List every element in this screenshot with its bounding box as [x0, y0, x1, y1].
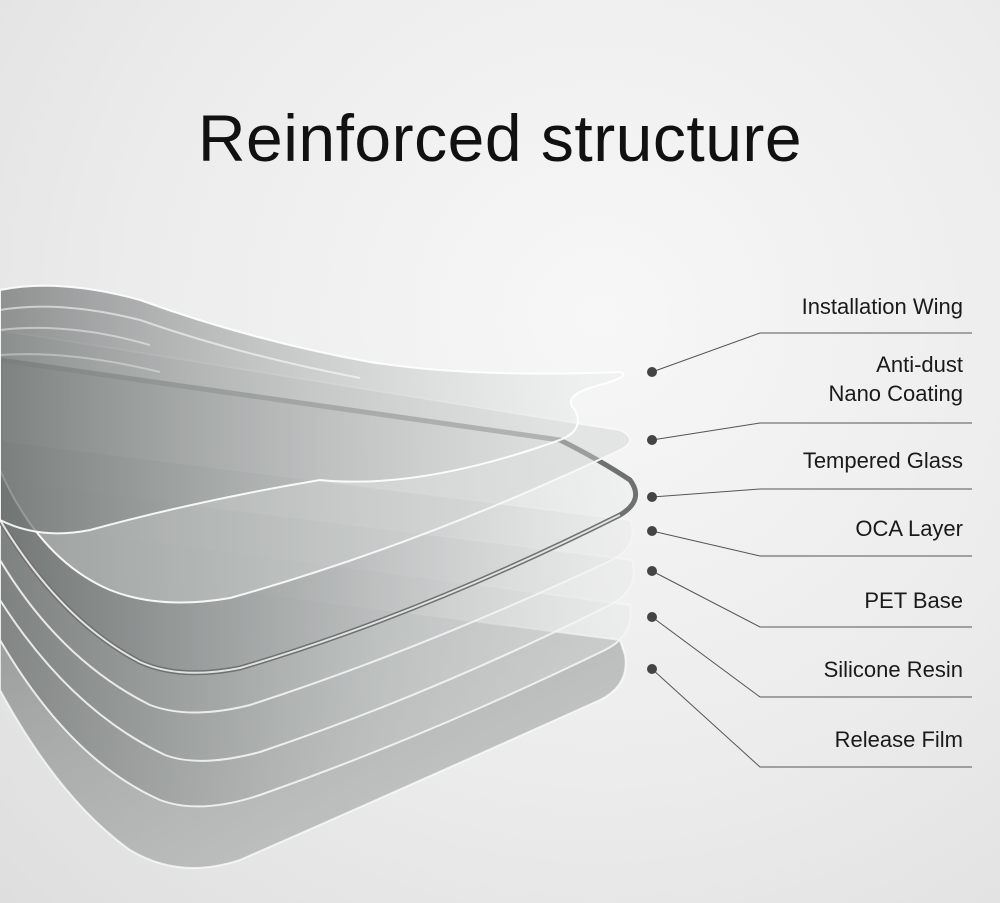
- label-pet-base: PET Base: [864, 588, 963, 613]
- leader-dot: [647, 664, 657, 674]
- leader-dot: [647, 612, 657, 622]
- label-silicone-resin: Silicone Resin: [823, 657, 963, 682]
- leader-dot: [647, 526, 657, 536]
- leader-line-silicone-resin: [651, 616, 972, 698]
- page-title: Reinforced structure: [197, 101, 803, 175]
- leader-dots: [647, 367, 657, 674]
- leader-line-anti-dust: [651, 422, 972, 441]
- installation-wing-sheet: [0, 284, 625, 535]
- label-installation-wing: Installation Wing: [801, 294, 963, 319]
- leader-lines: [651, 332, 972, 768]
- leader-line-release-film: [651, 668, 972, 768]
- leader-dot: [647, 492, 657, 502]
- leader-line-oca-layer: [651, 530, 972, 557]
- label-anti-dust-nano-coating: Anti-dust Nano Coating: [828, 352, 963, 406]
- label-tempered-glass: Tempered Glass: [802, 448, 963, 473]
- leader-dot: [647, 435, 657, 445]
- leader-line-installation-wing: [651, 332, 972, 373]
- leader-dot: [647, 566, 657, 576]
- leader-line-tempered-glass: [651, 488, 972, 498]
- leader-line-pet-base: [651, 570, 972, 628]
- label-oca-layer: OCA Layer: [855, 516, 963, 541]
- label-release-film: Release Film: [834, 727, 963, 752]
- leader-dot: [647, 367, 657, 377]
